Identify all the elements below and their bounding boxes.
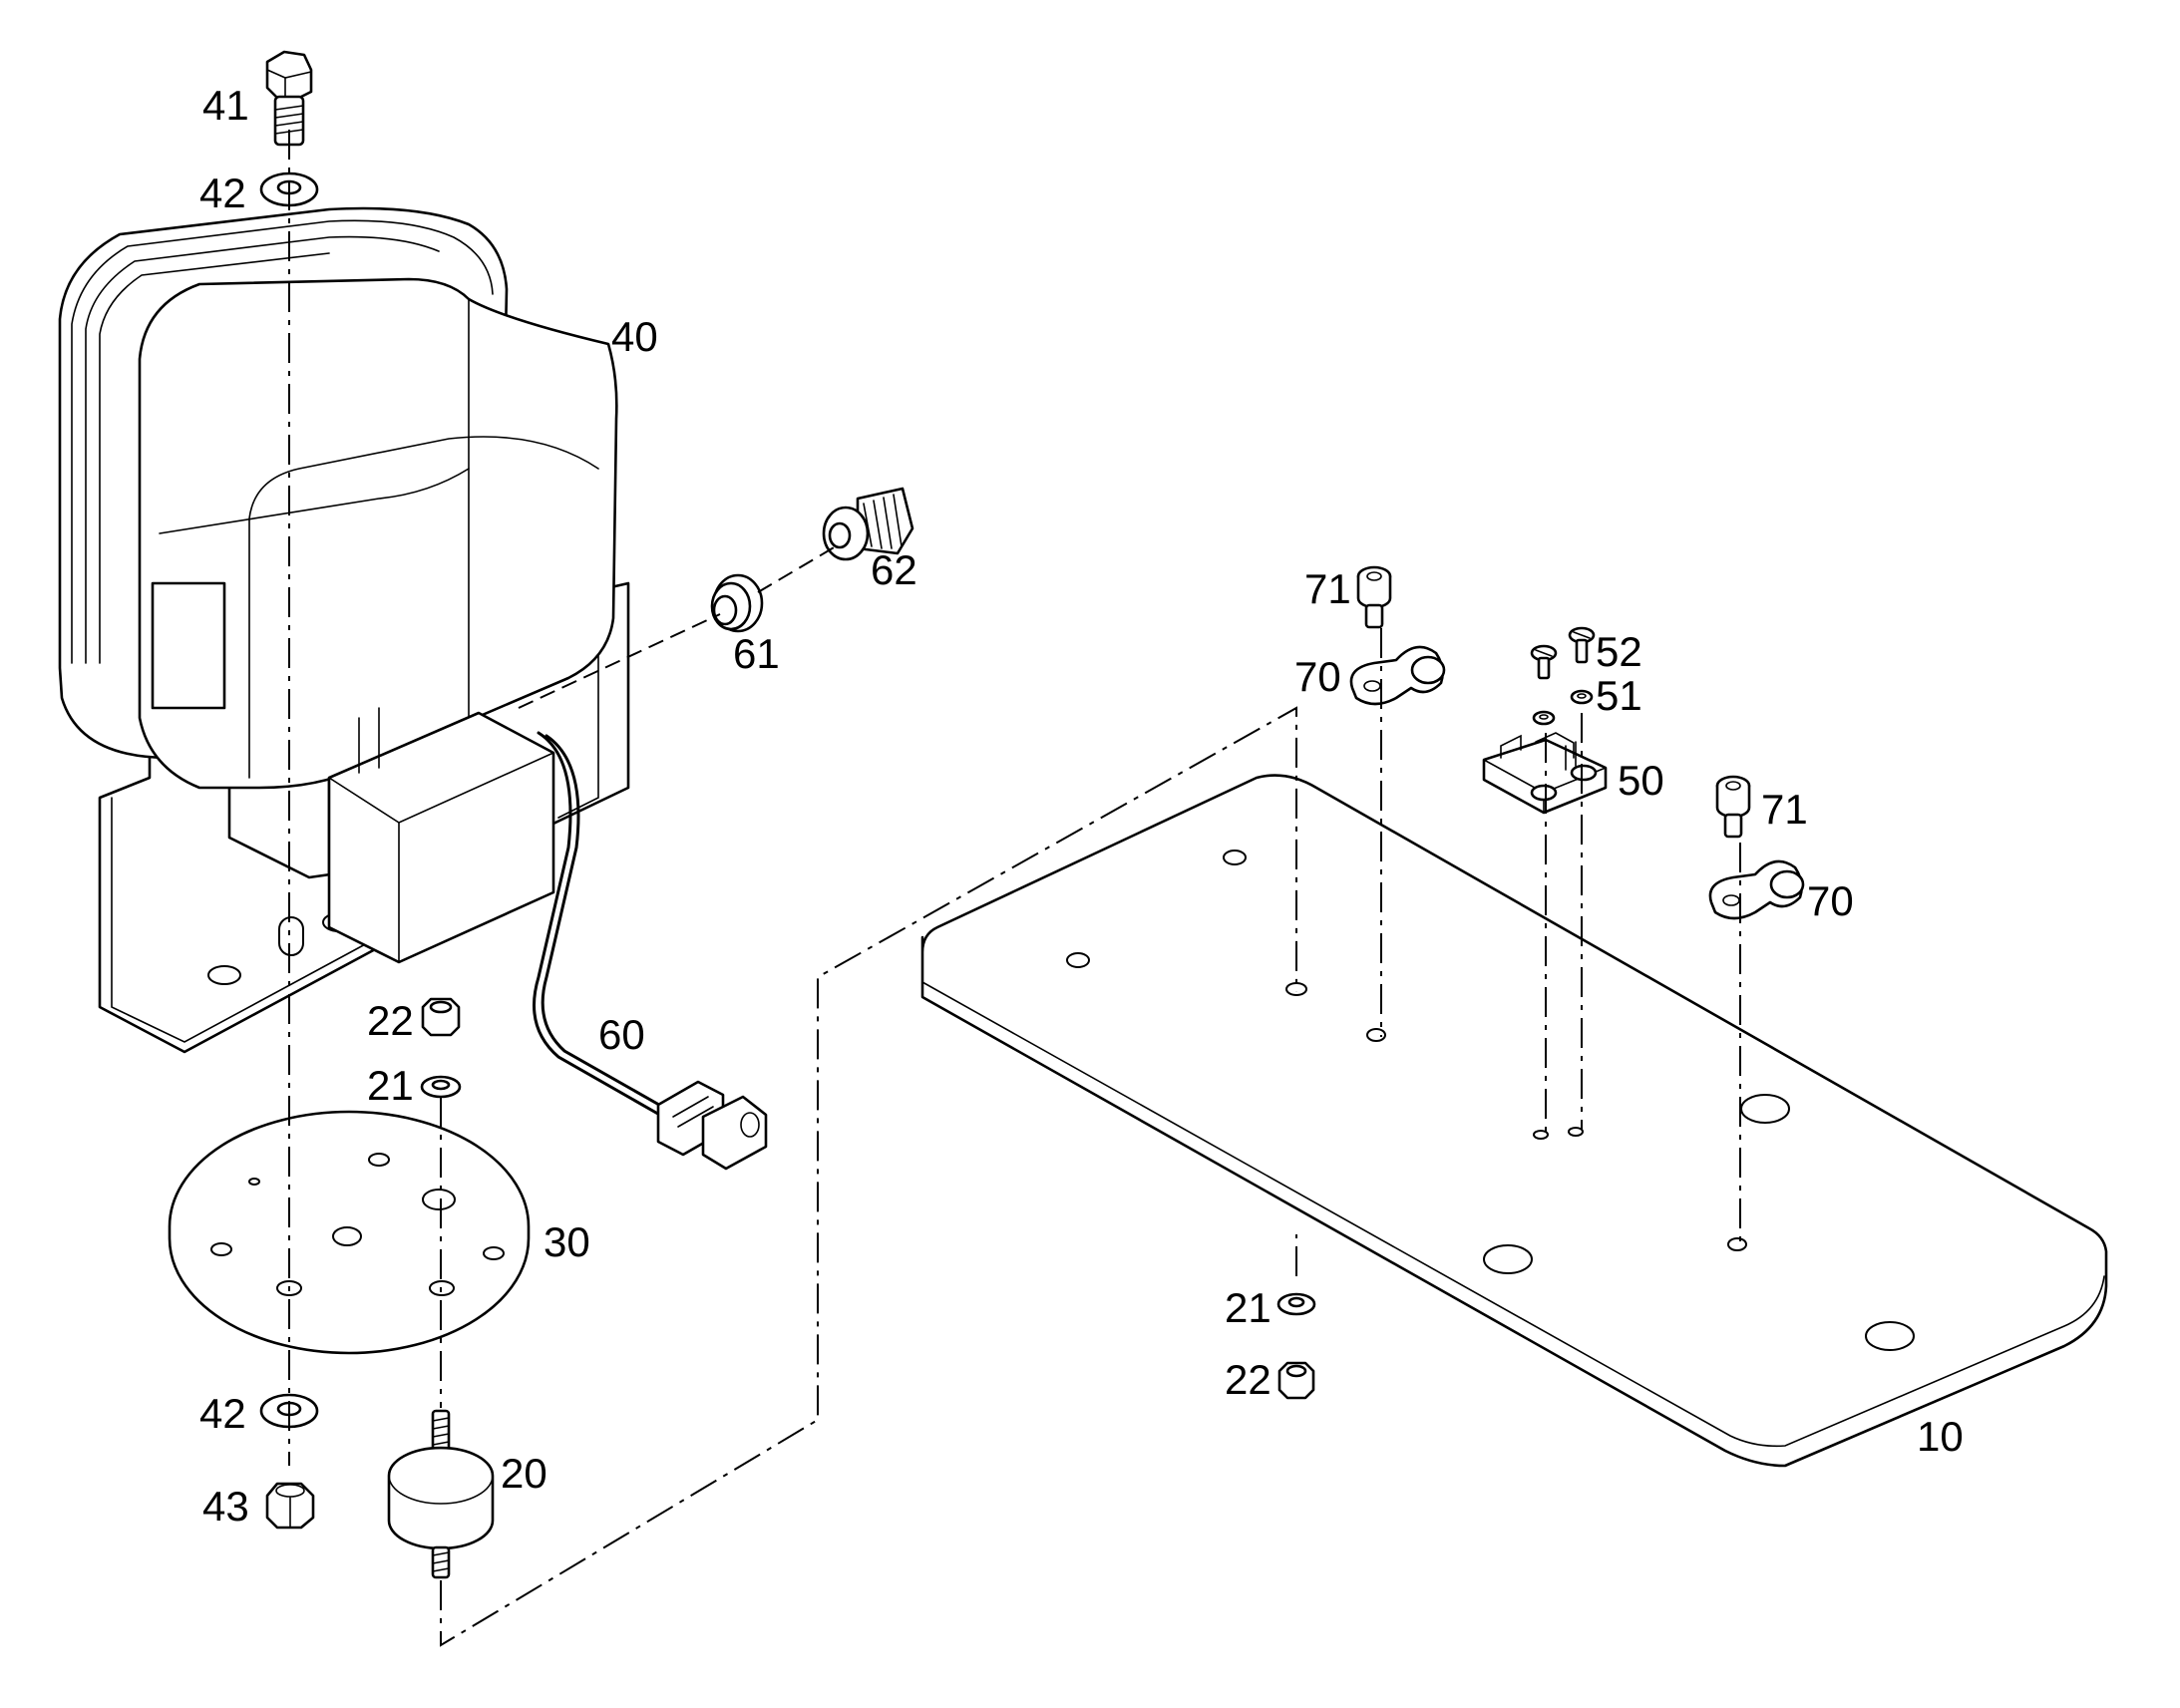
- base-plate-part-10: [920, 774, 2108, 1468]
- round-plate-part-30: [168, 1110, 531, 1355]
- callout-41: 41: [202, 82, 249, 129]
- washer-part-51-left: [1532, 710, 1556, 726]
- callout-52: 52: [1596, 628, 1642, 675]
- callout-40: 40: [611, 313, 658, 360]
- callout-42-top: 42: [199, 170, 246, 216]
- lamp-housing-part-40: [58, 206, 630, 1054]
- cable-part-60: [533, 731, 768, 1171]
- nut-part-22-right: [1277, 1361, 1315, 1400]
- callout-51: 51: [1596, 672, 1642, 719]
- callout-21-left: 21: [367, 1062, 414, 1109]
- cable-clamp-part-70-left: [1349, 645, 1446, 706]
- callout-70-left: 70: [1294, 653, 1341, 700]
- assembly-center-lines: [288, 130, 1741, 1647]
- callout-22-right: 22: [1225, 1356, 1272, 1403]
- callout-70-right: 70: [1807, 877, 1854, 924]
- callout-21-right: 21: [1225, 1284, 1272, 1331]
- callout-22-left: 22: [367, 997, 414, 1044]
- callout-43: 43: [202, 1483, 249, 1530]
- callout-42-bottom: 42: [199, 1390, 246, 1437]
- callout-labels: 41 42 40 62 61 22 60 21 30 42 20 43 71 7…: [199, 82, 1964, 1530]
- callout-71-right: 71: [1761, 786, 1808, 833]
- callout-61: 61: [733, 630, 780, 677]
- callout-62: 62: [871, 546, 917, 593]
- grommet-part-61: [710, 573, 764, 633]
- washer-part-21-right: [1276, 1292, 1316, 1316]
- washer-part-51-right: [1570, 689, 1594, 705]
- callout-10: 10: [1917, 1413, 1964, 1460]
- cable-clamp-part-70-right: [1708, 859, 1805, 920]
- screw-part-52-right: [1568, 626, 1596, 664]
- screw-part-71-right: [1715, 775, 1751, 839]
- nut-part-43: [265, 1482, 315, 1530]
- callout-20: 20: [501, 1450, 547, 1497]
- callout-71-left: 71: [1304, 565, 1351, 612]
- rubber-mount-part-20: [387, 1409, 495, 1579]
- callout-30: 30: [544, 1218, 590, 1265]
- terminal-block-part-50: [1482, 732, 1608, 815]
- callout-50: 50: [1618, 757, 1664, 804]
- washer-part-21-left: [420, 1075, 462, 1099]
- callout-60: 60: [598, 1011, 645, 1058]
- screw-part-52-left: [1530, 644, 1558, 680]
- screw-part-71-left: [1356, 565, 1392, 629]
- nut-part-22-left: [421, 997, 461, 1037]
- cable-gland-part-62: [822, 487, 914, 561]
